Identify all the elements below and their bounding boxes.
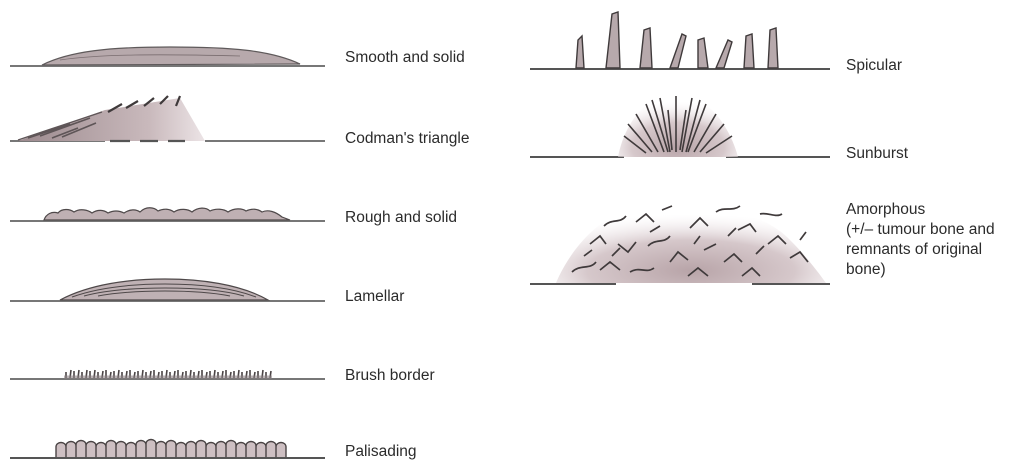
brush-border-illustration: [10, 370, 325, 379]
palisading-illustration: [10, 440, 325, 459]
label-lamellar: Lamellar: [345, 287, 404, 307]
spicule-2: [606, 12, 620, 68]
lamellar-illustration: [10, 279, 325, 301]
codmans-triangle-illustration: [10, 96, 325, 141]
spicule-3: [640, 28, 652, 68]
label-amorphous-line-4: bone): [846, 260, 1018, 280]
spicular-illustration: [530, 12, 830, 69]
spicule-4: [670, 34, 686, 68]
label-smooth-and-solid: Smooth and solid: [345, 48, 465, 68]
spicule-6: [716, 40, 732, 68]
amorphous-illustration: [530, 202, 830, 284]
label-rough-and-solid: Rough and solid: [345, 208, 457, 228]
sunburst-shade: [618, 92, 738, 157]
label-sunburst: Sunburst: [846, 144, 908, 164]
sunburst-illustration: [530, 92, 830, 157]
label-codmans-triangle: Codman's triangle: [345, 129, 469, 149]
rough-solid-illustration: [10, 208, 325, 221]
label-amorphous: Amorphous (+/– tumour bone and remnants …: [846, 200, 1018, 280]
label-brush-border: Brush border: [345, 366, 435, 386]
label-palisading: Palisading: [345, 442, 417, 462]
rough-solid-mound: [44, 208, 290, 220]
label-amorphous-line-3: remnants of original: [846, 240, 1018, 260]
spicule-1: [576, 36, 584, 68]
smooth-solid-illustration: [10, 47, 325, 66]
label-amorphous-line-1: Amorphous: [846, 200, 1018, 220]
lamellar-mound: [60, 279, 268, 300]
label-amorphous-line-2: (+/– tumour bone and: [846, 220, 1018, 240]
palisading-arches: [56, 440, 286, 458]
spicule-5: [698, 38, 708, 68]
spicule-7: [744, 34, 754, 68]
spicule-8: [768, 28, 778, 68]
smooth-solid-mound: [42, 47, 300, 65]
label-spicular: Spicular: [846, 56, 902, 76]
